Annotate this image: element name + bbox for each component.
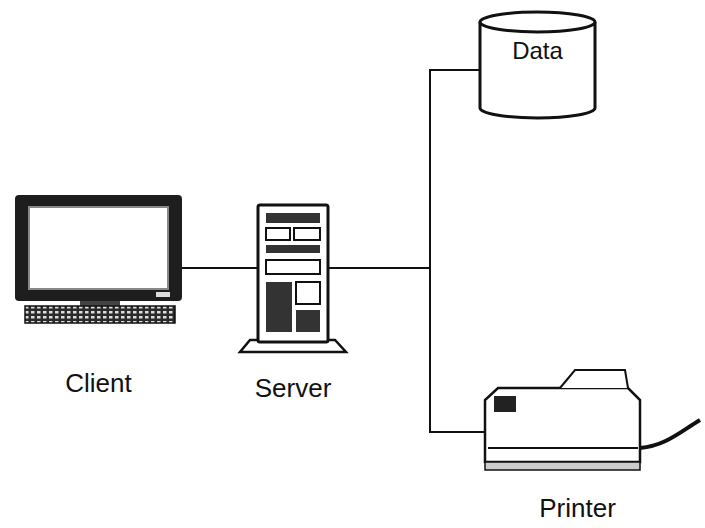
server-tower — [240, 205, 346, 352]
printer-node: Printer — [485, 388, 640, 470]
network-line — [328, 268, 485, 432]
data-cylinder — [480, 12, 595, 118]
client-computer — [15, 195, 182, 323]
network-line — [182, 267, 258, 269]
device-label: Printer — [539, 494, 616, 523]
device-label: Server — [255, 374, 332, 403]
network-line — [328, 70, 480, 268]
printer — [485, 370, 700, 470]
server-node: Server — [258, 205, 328, 352]
data-node: Data — [480, 34, 595, 118]
client-node: Client — [15, 195, 182, 323]
node-label: Data — [512, 38, 563, 64]
device-label: Client — [65, 369, 131, 398]
